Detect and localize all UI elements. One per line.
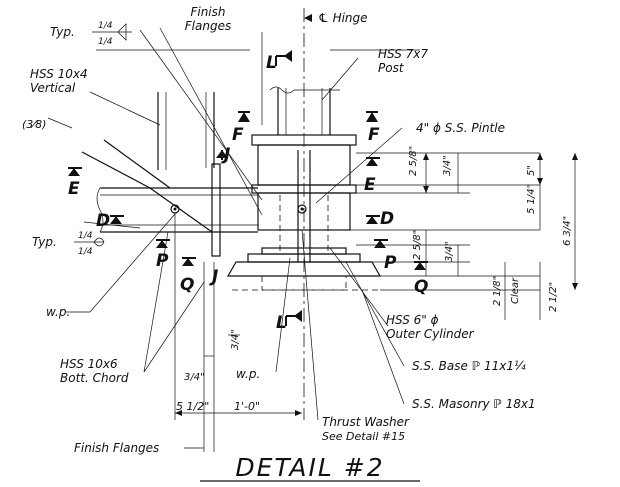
- label-finish-flanges-bottom: Finish Flanges: [74, 441, 159, 455]
- section-mark-d-right: D: [380, 209, 394, 229]
- section-mark-p-right: P: [384, 253, 397, 273]
- label-hss-7x7-1: HSS 7x7: [378, 47, 428, 61]
- dimension-texts: 2 5/8" 3/4" 5" 5 1/4" 6 3/4" 2 5/8" 3/4"…: [176, 146, 573, 413]
- dim-2-5-8-bottom: 2 5/8": [412, 230, 423, 260]
- structure-geometry: [81, 8, 420, 420]
- section-mark-letters: L L F F J J E E D D P P Q Q: [68, 53, 428, 333]
- section-mark-f-right: F: [368, 125, 380, 145]
- dim-3-4-bottom-upper: 3/4": [230, 329, 241, 350]
- dim-3-4-bottom-lower: 3/4": [184, 372, 205, 383]
- label-hss-7x7-2: Post: [378, 61, 405, 75]
- dim-2-5-8-top: 2 5/8": [408, 146, 419, 176]
- section-mark-f-left: F: [232, 125, 244, 145]
- section-mark-e-right: E: [364, 175, 376, 195]
- dim-5: 5": [526, 165, 537, 176]
- dim-6-3-4: 6 3/4": [562, 216, 573, 246]
- dim-3-4-top: 3/4": [442, 155, 453, 176]
- weld-fraction-top-a: 1/4: [98, 21, 113, 31]
- label-hss-10x6-2: Bott. Chord: [60, 371, 129, 385]
- section-arrows: [68, 14, 578, 416]
- weld-fraction-top-b: 1/4: [98, 37, 113, 47]
- label-weld-three-eighths: (3⁄8): [22, 118, 46, 131]
- label-hss-10x6-1: HSS 10x6: [60, 357, 118, 371]
- label-ss-masonry-plate: S.S. Masonry ℙ 18x1: [412, 397, 536, 411]
- label-hinge-centerline: ℄ Hinge: [318, 11, 368, 25]
- label-ss-pintle: 4" ϕ S.S. Pintle: [416, 121, 505, 135]
- section-mark-l-top: L: [266, 53, 277, 73]
- section-mark-l-bottom: L: [276, 313, 287, 333]
- label-ss-base-plate: S.S. Base ℙ 11x1¼: [412, 359, 526, 373]
- section-mark-e-left: E: [68, 179, 80, 199]
- section-mark-q-right: Q: [414, 277, 428, 297]
- weld-fraction-mid-a: 1/4: [78, 231, 93, 241]
- dim-2-1-2: 2 1/2": [548, 282, 559, 312]
- label-wp-left: w.p.: [46, 305, 70, 319]
- section-mark-q-left: Q: [180, 275, 194, 295]
- label-finish-flanges-top-2: Flanges: [185, 19, 231, 33]
- dim-2-1-8: 2 1/8": [492, 276, 503, 306]
- weld-fraction-mid-b: 1/4: [78, 247, 93, 257]
- section-mark-p-left: P: [156, 251, 169, 271]
- label-hss-6-2: Outer Cylinder: [386, 327, 475, 341]
- label-thrust-washer-2: See Detail #15: [322, 430, 405, 443]
- annotation-labels: Finish Flanges ℄ Hinge HSS 7x7 Post HSS …: [22, 5, 536, 455]
- dim-clear: Clear: [510, 277, 521, 304]
- section-mark-d-left: D: [96, 211, 110, 231]
- dim-1-0: 1'-0": [234, 400, 260, 413]
- label-finish-flanges-top-1: Finish: [190, 5, 225, 19]
- dimension-lines: [47, 23, 576, 452]
- label-hss-6-1: HSS 6" ϕ: [386, 313, 439, 327]
- dim-5-1-4: 5 1/4": [526, 184, 537, 214]
- label-hss-10x4-1: HSS 10x4: [30, 67, 88, 81]
- detail-title: DETAIL #2: [235, 453, 384, 482]
- label-hss-10x4-2: Vertical: [30, 81, 76, 95]
- dim-5-1-2: 5 1/2": [176, 400, 209, 413]
- label-thrust-washer-1: Thrust Washer: [322, 415, 410, 429]
- label-typ-mid: Typ.: [32, 235, 57, 249]
- section-mark-j-top: J: [221, 145, 230, 165]
- dim-3-4-bottom: 3/4": [444, 241, 455, 262]
- label-typ-top: Typ.: [50, 25, 75, 39]
- section-mark-j-bottom: J: [209, 267, 218, 287]
- label-wp-bottom: w.p.: [236, 367, 260, 381]
